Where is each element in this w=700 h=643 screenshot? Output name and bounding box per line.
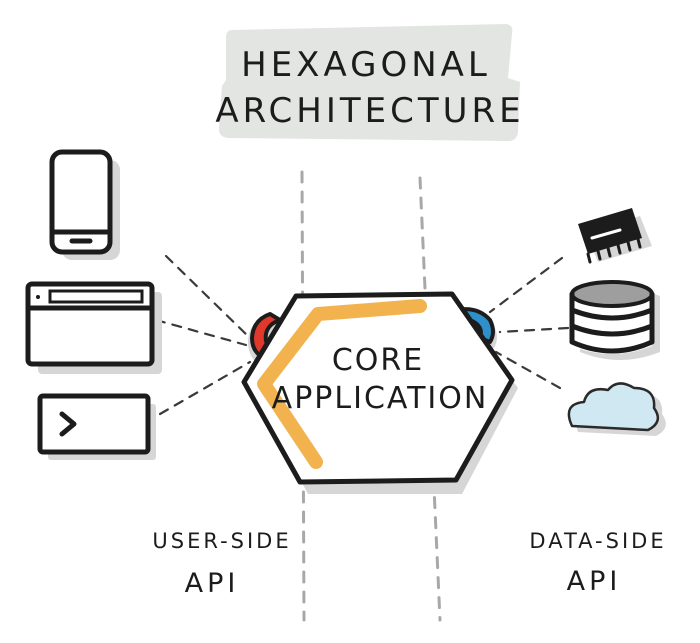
chip-icon bbox=[578, 208, 652, 264]
connector-database bbox=[498, 326, 570, 334]
browser-window-icon bbox=[25, 281, 162, 374]
title-line-2: ARCHITECTURE bbox=[215, 91, 524, 131]
user-api-line-1: USER-SIDE bbox=[152, 529, 291, 553]
data-side-api-label: DATA-SIDE API bbox=[529, 529, 666, 597]
core-path-highlight bbox=[257, 299, 427, 469]
connector-chip bbox=[488, 256, 564, 314]
database-icon bbox=[569, 280, 660, 360]
smartphone-icon bbox=[49, 149, 120, 260]
core-line-2: APPLICATION bbox=[272, 381, 489, 416]
right-connectors bbox=[488, 256, 570, 390]
title-line-1: HEXAGONAL bbox=[241, 45, 491, 85]
connector-cloud bbox=[494, 350, 562, 390]
title-block: HEXAGONAL ARCHITECTURE bbox=[215, 24, 524, 142]
core-line-1: CORE bbox=[332, 343, 424, 378]
data-api-line-1: DATA-SIDE bbox=[529, 529, 666, 553]
cloud-icon bbox=[567, 382, 666, 436]
connector-browser bbox=[154, 318, 248, 347]
connector-phone bbox=[164, 254, 252, 340]
terminal-icon bbox=[37, 393, 156, 460]
connector-terminal bbox=[158, 360, 252, 416]
user-api-line-2: API bbox=[185, 568, 240, 599]
title-highlight bbox=[218, 24, 520, 142]
hexagon-outline bbox=[241, 291, 515, 485]
user-side-api-label: USER-SIDE API bbox=[152, 529, 291, 599]
cloud-shape bbox=[567, 382, 660, 432]
core-hexagon: CORE APPLICATION bbox=[241, 291, 518, 494]
hexagon-fill bbox=[244, 294, 512, 482]
data-api-line-2: API bbox=[567, 566, 622, 597]
